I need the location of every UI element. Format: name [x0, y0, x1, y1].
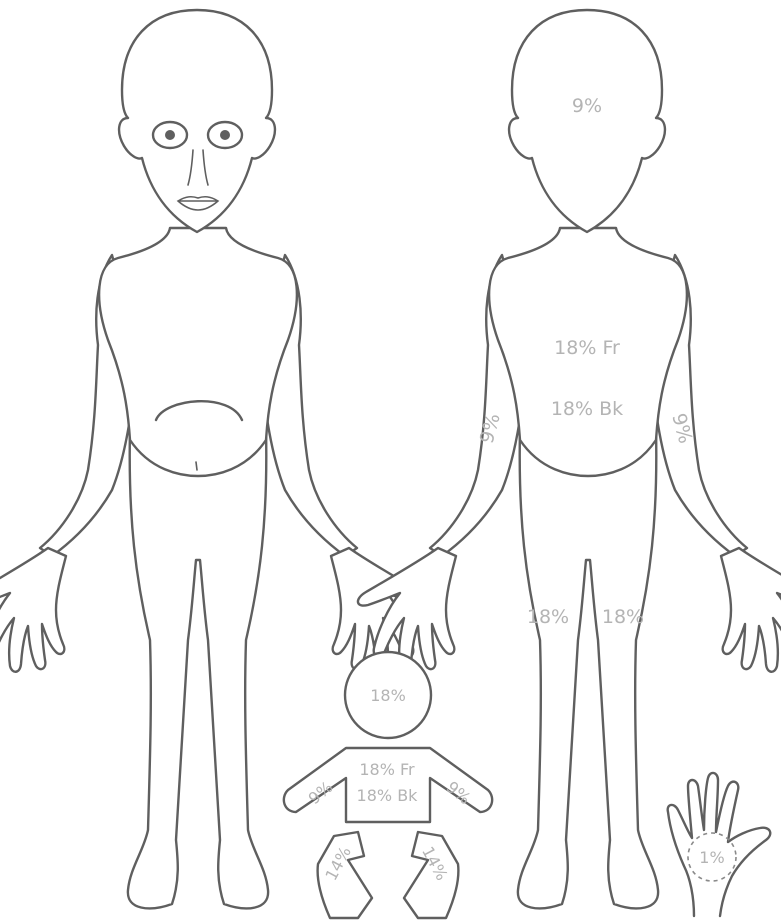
front-head [119, 10, 275, 232]
right-pupil [220, 130, 230, 140]
back-right-hand [721, 548, 781, 672]
infant-diagram: 18% 18% Fr 18% Bk 9% 9% 14% 14% [284, 652, 492, 918]
front-legs [128, 430, 268, 908]
infant-trunk-front-label: 18% Fr [359, 760, 415, 779]
back-head [509, 10, 665, 232]
back-head-label: 9% [572, 95, 602, 117]
infant-head-label: 18% [370, 686, 406, 705]
left-pupil [165, 130, 175, 140]
back-legs [518, 430, 658, 908]
front-torso [99, 228, 297, 476]
front-left-hand [0, 548, 66, 672]
navel [196, 462, 197, 470]
infant-trunk-back-label: 18% Bk [357, 786, 419, 805]
back-trunk-back-label: 18% Bk [551, 398, 623, 420]
back-right-leg-label: 18% [602, 606, 644, 628]
palm-diagram: 1% [668, 773, 771, 916]
palm-label: 1% [699, 848, 724, 867]
back-trunk-front-label: 18% Fr [554, 337, 620, 359]
back-left-leg-label: 18% [527, 606, 569, 628]
palm-hand-outline [668, 773, 771, 916]
